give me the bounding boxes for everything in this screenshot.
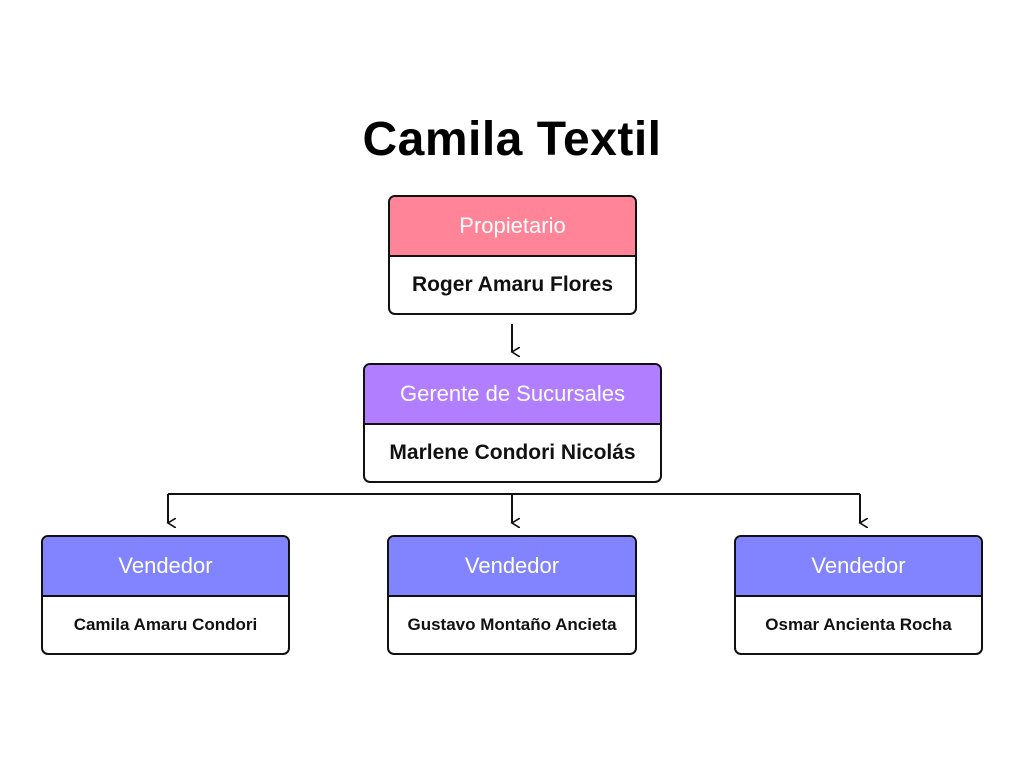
manager-role: Gerente de Sucursales [365, 365, 660, 425]
seller-2-role: Vendedor [389, 537, 635, 597]
seller-node-1: Vendedor Camila Amaru Condori [41, 535, 290, 655]
chart-title: Camila Textil [362, 113, 662, 166]
seller-1-role: Vendedor [43, 537, 288, 597]
owner-name: Roger Amaru Flores [411, 273, 614, 296]
seller-node-3: Vendedor Osmar Ancienta Rocha [734, 535, 983, 655]
seller-1-name: Camila Amaru Condori [73, 615, 258, 634]
seller-3-role: Vendedor [736, 537, 981, 597]
seller-2-name: Gustavo Montaño Ancieta [407, 615, 617, 634]
seller-3-name: Osmar Ancienta Rocha [765, 615, 952, 634]
owner-role: Propietario [390, 197, 635, 257]
manager-node: Gerente de Sucursales Marlene Condori Ni… [363, 363, 662, 483]
manager-name: Marlene Condori Nicolás [389, 441, 636, 464]
owner-node: Propietario Roger Amaru Flores [388, 195, 637, 315]
seller-node-2: Vendedor Gustavo Montaño Ancieta [387, 535, 637, 655]
